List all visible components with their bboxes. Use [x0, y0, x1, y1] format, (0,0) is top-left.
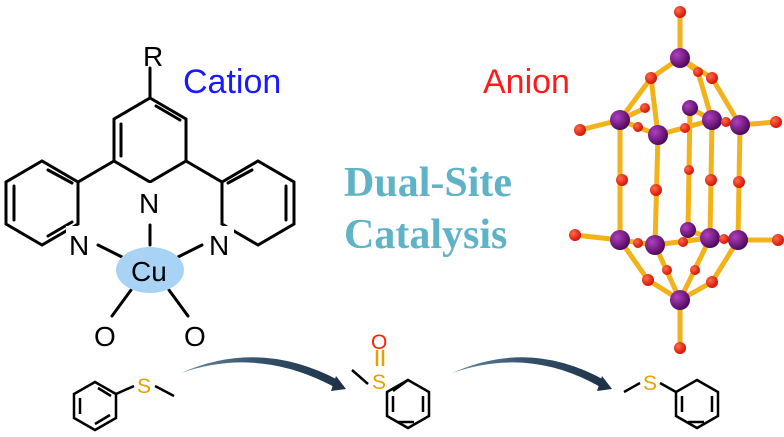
cu-terpyridine-complex: [4, 66, 296, 318]
oxygen-sulfoxide-label: O: [371, 331, 387, 354]
copper-center: [116, 247, 184, 293]
substituent-r-label: R: [143, 41, 163, 72]
sulfoxide-double-bond: [375, 350, 385, 366]
thioanisole-right: [623, 378, 720, 430]
title-line-catalysis: Catalysis: [344, 212, 508, 258]
oxygen-right-label: O: [184, 321, 206, 352]
oxygen-left-label: O: [94, 321, 116, 352]
sulfur-left-label: S: [137, 375, 151, 398]
anion-label: Anion: [483, 63, 570, 101]
thioanisole-left: [72, 380, 175, 432]
sulfur-middle-label: S: [372, 371, 386, 394]
sulfoxide-middle: [351, 369, 431, 430]
arrow-to-product: [181, 357, 346, 391]
n-label-bg-center: [137, 183, 163, 223]
polyoxometalate-cage: [569, 6, 784, 354]
title-line-dual-site: Dual-Site: [344, 160, 512, 206]
n-label-bg-left: [66, 226, 94, 264]
arrow-oxidation: [452, 357, 612, 391]
copper-label: Cu: [131, 256, 167, 287]
cation-label: Cation: [183, 63, 282, 101]
sulfur-right-label: S: [643, 372, 657, 395]
n-label-bg-right: [206, 226, 234, 264]
nitrogen-center-label: N: [139, 188, 159, 219]
nitrogen-left-label: N: [69, 230, 89, 261]
nitrogen-right-label: N: [209, 230, 229, 261]
